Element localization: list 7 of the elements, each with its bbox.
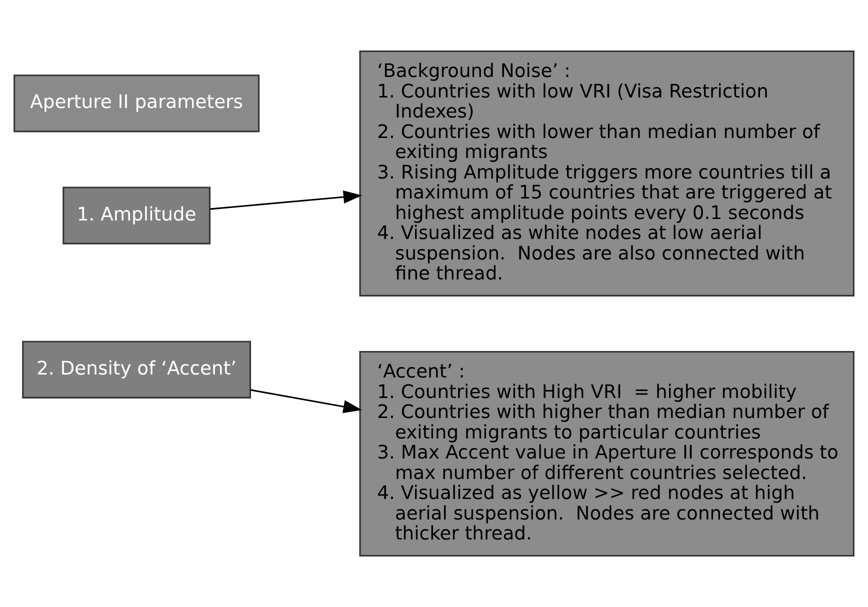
node-box: ‘Background Noise’ : 1. Countries with low VRI (Visa Restriction Indexes) 2. Countries with lower than median number of exiting migrants 3. Rising Amplitude triggers more countries till a maximum of 15 countries that are triggered at highest amplitude points every 0.1 seconds 4. Visualized as white nodes at low aerial suspension. Nodes are also connected with fine thread. <box>359 50 854 296</box>
node-box: 1. Amplitude <box>62 186 211 244</box>
node-box: 2. Density of ‘Accent’ <box>22 340 252 398</box>
arrow <box>250 389 362 414</box>
node-box: Aperture II parameters <box>14 74 260 132</box>
node-box: ‘Accent’ : 1. Countries with High VRI = higher mobility 2. Countries with higher than median number of exiting migrants to particular countries 3. Max Accent value in Aperture II corresponds to max number of different countries selected. 4. Visualized as yellow >> red nodes at high aerial suspension. Nodes are connected with thicker thread. <box>359 351 854 557</box>
arrow <box>210 190 362 210</box>
